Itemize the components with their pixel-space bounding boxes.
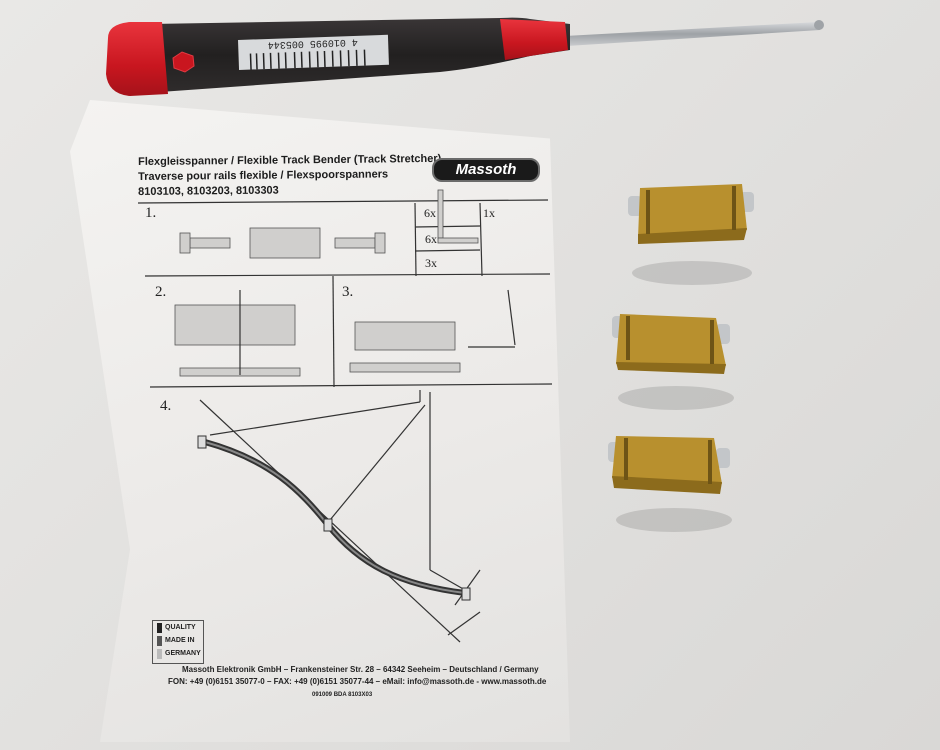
badge-line-made-in: MADE IN xyxy=(165,637,195,644)
step-3-label: 3. xyxy=(342,284,354,300)
brass-track-bender-3 xyxy=(608,436,732,532)
assembly-diagrams xyxy=(137,189,553,643)
badge-line-germany: GERMANY xyxy=(165,650,201,657)
parts-qty-pin: 6x xyxy=(425,232,437,246)
brass-track-bender-1 xyxy=(628,184,754,285)
quality-badge: QUALITY MADE IN GERMANY xyxy=(152,620,204,664)
brass-track-bender-2 xyxy=(612,314,734,410)
barcode-text: 4 010995 005344 xyxy=(268,35,358,49)
parts-qty-screw: 6x xyxy=(424,206,436,220)
step-2-label: 2. xyxy=(155,284,167,300)
massoth-logo: Massoth xyxy=(432,158,540,182)
footer-contact: FON: +49 (0)6151 35077-0 – FAX: +49 (0)6… xyxy=(168,677,547,686)
step-4-label: 4. xyxy=(160,398,172,414)
parts-qty-block: 3x xyxy=(425,256,437,270)
step-1-label: 1. xyxy=(145,205,157,221)
instruction-leaflet xyxy=(70,100,570,742)
screwdriver: 4 010995 005344 xyxy=(106,17,824,96)
footer-address: Massoth Elektronik GmbH – Frankensteiner… xyxy=(182,665,539,674)
badge-line-quality: QUALITY xyxy=(165,624,196,631)
doc-code: 091009 BDA 8103X03 xyxy=(312,692,373,698)
parts-qty-hex-key: 1x xyxy=(483,206,495,220)
